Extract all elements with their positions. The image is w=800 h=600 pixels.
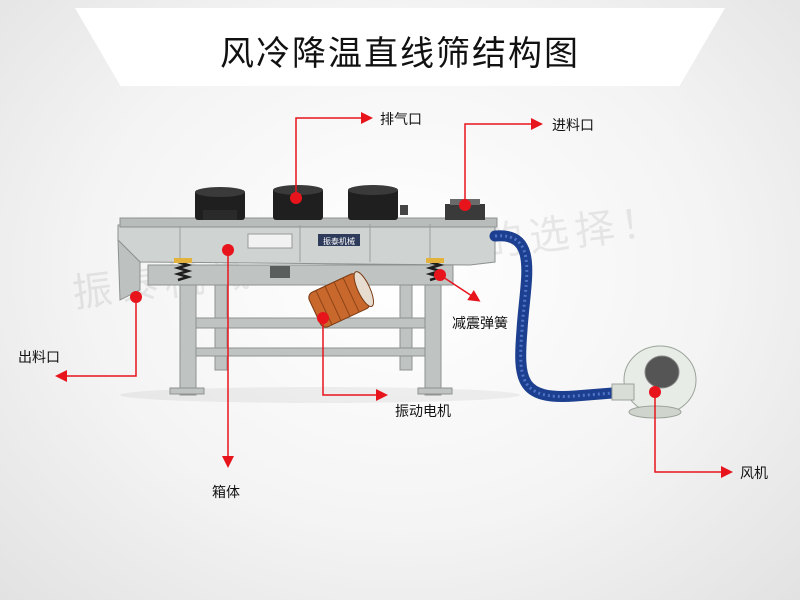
frame-leg-front-right	[424, 284, 442, 396]
dot-box	[222, 244, 234, 256]
dot-fan	[649, 386, 661, 398]
label-fan: 风机	[740, 466, 768, 482]
frame-crossbar-bottom	[195, 347, 426, 357]
support-frame	[147, 264, 454, 396]
leader-lines	[55, 112, 733, 478]
frame-crossbar-top	[195, 317, 426, 329]
label-outlet: 出料口	[18, 350, 60, 366]
frame-base-rail	[147, 264, 454, 286]
leader-inlet	[464, 118, 543, 205]
screen-box: 振泰机械	[117, 217, 498, 301]
dot-inlet	[459, 199, 471, 211]
dot-spring	[434, 269, 446, 281]
label-box: 箱体	[212, 485, 240, 501]
blower-fan	[611, 345, 697, 419]
leader-fan	[654, 392, 733, 478]
leader-outlet	[55, 297, 137, 382]
title-banner	[75, 8, 725, 86]
exhaust-fan-2	[273, 185, 323, 220]
air-hose-rings	[494, 234, 626, 398]
label-exhaust: 排气口	[380, 112, 422, 128]
spring-cap-left	[174, 258, 192, 263]
page-title: 风冷降温直线筛结构图	[220, 34, 580, 74]
label-spring: 减震弹簧	[452, 316, 508, 332]
air-hose	[489, 230, 631, 402]
frame-foot-right	[417, 387, 453, 395]
spring-left	[173, 260, 193, 282]
leader-dots	[130, 192, 661, 398]
brand-plate	[318, 234, 360, 246]
brand-plate-text: 振泰机械	[323, 236, 355, 246]
dot-motor	[317, 312, 329, 324]
leader-spring	[439, 274, 481, 302]
label-inlet: 进料口	[552, 118, 594, 134]
dot-outlet	[130, 291, 142, 303]
exhaust-fan-1	[195, 187, 245, 220]
exhaust-fan-3	[348, 185, 408, 220]
spring-cap-right	[426, 258, 444, 263]
exhaust-fans	[195, 185, 485, 220]
leader-exhaust	[295, 112, 373, 198]
label-motor: 振动电机	[395, 404, 451, 420]
leader-motor	[322, 318, 388, 401]
frame-leg-front-left	[179, 284, 197, 396]
dot-exhaust	[290, 192, 302, 204]
frame-foot-left	[169, 387, 205, 395]
